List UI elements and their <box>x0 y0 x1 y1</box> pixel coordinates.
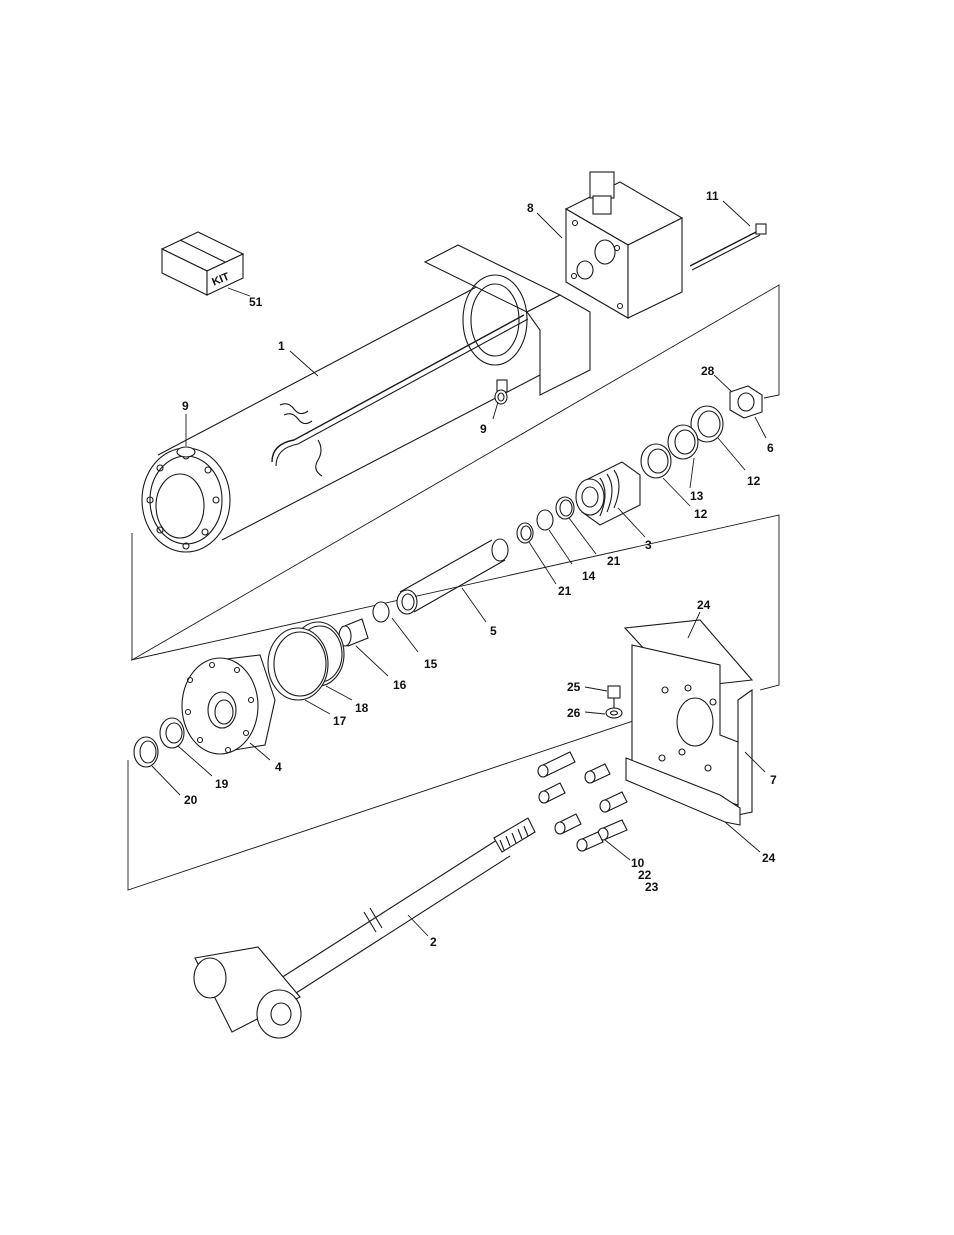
callout-13: 13 <box>690 489 704 503</box>
callout-17: 17 <box>333 714 347 728</box>
callout-2: 2 <box>430 935 437 949</box>
piston <box>575 461 641 526</box>
mount-bracket <box>623 619 754 826</box>
callout-22: 22 <box>638 868 652 882</box>
kit-box: KIT <box>160 231 245 296</box>
callout-12-left: 12 <box>694 507 708 521</box>
callout-7: 7 <box>770 773 777 787</box>
spacer-tube <box>396 538 509 615</box>
plug <box>494 389 508 405</box>
callout-8: 8 <box>527 201 534 215</box>
callout-25: 25 <box>567 680 581 694</box>
callout-9-plug: 9 <box>480 422 487 436</box>
callout-11: 11 <box>706 189 719 203</box>
callout-26: 26 <box>567 706 581 720</box>
cylinder-head <box>181 654 276 755</box>
callout-6: 6 <box>767 441 774 455</box>
leader-lines <box>151 200 767 937</box>
long-bolt <box>689 223 767 271</box>
callout-24-top: 24 <box>697 598 711 612</box>
callout-20: 20 <box>184 793 198 807</box>
callout-15: 15 <box>424 657 438 671</box>
socket-screws <box>537 751 628 852</box>
callout-12-right: 12 <box>747 474 761 488</box>
callout-16: 16 <box>393 678 407 692</box>
callout-10: 10 <box>631 856 645 870</box>
callout-18: 18 <box>355 701 369 715</box>
callout-numbers: 51 1 8 11 9 9 28 6 12 13 12 3 21 14 21 5… <box>182 189 777 949</box>
cap-screw-washer <box>605 685 623 719</box>
callout-9-top: 9 <box>182 399 189 413</box>
bushing-parts <box>338 601 390 647</box>
callout-3: 3 <box>645 538 652 552</box>
wiper-seals <box>133 717 185 768</box>
callout-21-right: 21 <box>607 554 621 568</box>
callout-28: 28 <box>701 364 715 378</box>
callout-4: 4 <box>275 760 282 774</box>
piston-rod <box>193 817 536 1039</box>
callout-14: 14 <box>582 569 596 583</box>
cylinder-tube <box>141 244 591 553</box>
callout-1: 1 <box>278 339 285 353</box>
callout-21-left: 21 <box>558 584 572 598</box>
callout-23: 23 <box>645 880 659 894</box>
piston-rings <box>516 496 575 544</box>
callout-19: 19 <box>215 777 229 791</box>
seal-rings-upper <box>640 405 724 479</box>
lock-nut <box>729 385 763 419</box>
callout-5: 5 <box>490 624 497 638</box>
callout-51: 51 <box>249 295 263 309</box>
head-seals <box>267 621 345 701</box>
callout-24-bottom: 24 <box>762 851 776 865</box>
valve-block <box>564 171 684 319</box>
